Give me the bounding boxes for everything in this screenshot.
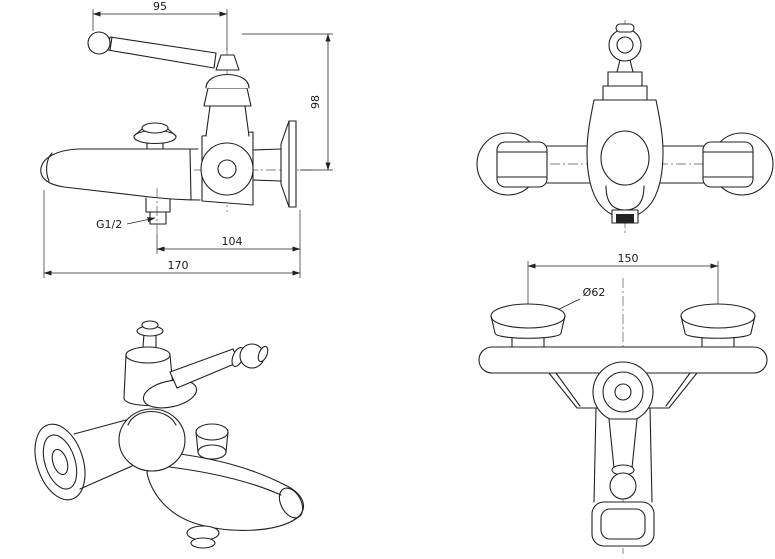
side-wall-flange	[252, 120, 297, 208]
top-handle	[608, 418, 638, 500]
thread-label: G1/2	[96, 217, 156, 231]
dim-104-label: 104	[222, 235, 243, 248]
dim-104: 104	[156, 210, 301, 278]
perspective-view	[34, 320, 305, 549]
side-lever-handle	[87, 31, 217, 69]
side-view: 95 98 G1/2 104 170	[40, 0, 333, 278]
front-body	[586, 99, 664, 219]
dim-150: 150	[527, 252, 719, 305]
front-bottom-outlet	[611, 209, 639, 224]
dim-150-label: 150	[618, 252, 639, 265]
side-diverter-knob	[133, 122, 177, 150]
persp-wall-flange	[34, 419, 133, 501]
top-escutcheon-right	[680, 303, 756, 348]
top-escutcheon-left	[490, 303, 566, 348]
dim-170: 170	[43, 190, 301, 278]
top-view: 150 Ø62	[478, 252, 768, 554]
front-escutcheons	[476, 132, 774, 196]
front-handle	[602, 23, 648, 101]
dim-170-label: 170	[168, 259, 189, 272]
dim-98-label: 98	[309, 95, 322, 109]
side-body	[200, 131, 254, 206]
dim-95: 95	[92, 0, 228, 50]
persp-body	[118, 408, 229, 472]
top-spout-end	[591, 501, 655, 547]
dim-95-label: 95	[153, 0, 167, 13]
thread-label-text: G1/2	[96, 218, 122, 231]
persp-diverter-knob	[136, 320, 164, 348]
side-cartridge	[203, 54, 252, 137]
diameter-label-text: Ø62	[583, 286, 606, 299]
front-supply-arms	[546, 145, 704, 184]
persp-spout	[146, 451, 305, 549]
dim-98: 98	[242, 33, 333, 171]
front-view	[476, 20, 774, 235]
top-body	[478, 346, 768, 503]
side-spout	[40, 148, 201, 201]
side-bottom-outlet	[145, 197, 171, 225]
persp-lever-handle	[142, 343, 269, 409]
